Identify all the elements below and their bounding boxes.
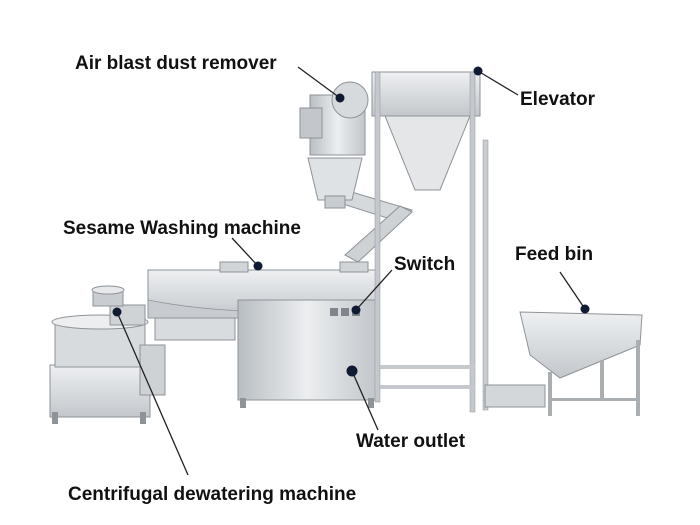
leader-lines bbox=[116, 66, 586, 476]
leader-elevator bbox=[477, 70, 519, 96]
dot-washing bbox=[253, 261, 263, 271]
label-air-blast-dust-remover: Air blast dust remover bbox=[75, 53, 277, 74]
label-sesame-washing-machine: Sesame Washing machine bbox=[63, 218, 301, 239]
leader-air-blast bbox=[297, 66, 341, 99]
dot-elevator bbox=[473, 66, 483, 76]
dot-centrifugal bbox=[112, 307, 122, 317]
feed-bin bbox=[519, 311, 643, 416]
elevator bbox=[371, 71, 546, 413]
air-blast-dust-remover bbox=[299, 81, 369, 209]
dot-switch bbox=[351, 305, 361, 315]
dot-feed-bin bbox=[580, 304, 590, 314]
leader-centrifugal bbox=[116, 311, 189, 476]
label-water-outlet: Water outlet bbox=[356, 431, 466, 452]
leader-water-outlet bbox=[351, 370, 379, 431]
leader-switch bbox=[355, 269, 393, 311]
leader-dots bbox=[112, 66, 590, 377]
label-switch: Switch bbox=[394, 254, 456, 275]
leader-feed-bin bbox=[559, 271, 586, 310]
dot-air-blast bbox=[335, 93, 345, 103]
leader-washing bbox=[231, 237, 259, 267]
label-elevator: Elevator bbox=[520, 89, 595, 110]
sesame-washing-machine bbox=[147, 261, 377, 408]
centrifugal-dewatering-machine bbox=[49, 285, 166, 424]
label-centrifugal-dewatering-machine: Centrifugal dewatering machine bbox=[68, 484, 357, 505]
label-feed-bin: Feed bin bbox=[515, 244, 594, 265]
dot-water-outlet bbox=[346, 365, 358, 377]
